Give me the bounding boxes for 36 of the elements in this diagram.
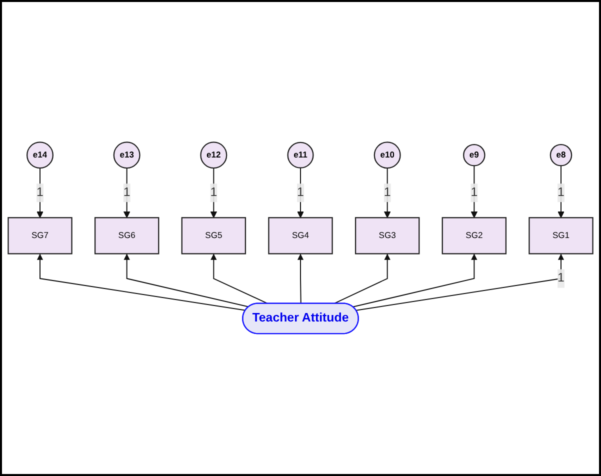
node-circle: e14	[26, 142, 54, 169]
arrow	[297, 254, 304, 304]
arrow	[36, 168, 44, 218]
arrow	[210, 254, 268, 304]
arrow	[123, 168, 130, 218]
arrow	[210, 168, 218, 218]
node-circle: e9	[463, 144, 486, 166]
node-circle: e12	[200, 142, 228, 169]
node-box: SG4	[268, 217, 333, 254]
edge-label: 1	[210, 186, 218, 200]
node-circle: e8	[550, 144, 572, 166]
node-box: SG7	[8, 217, 72, 254]
arrow	[124, 254, 250, 308]
edge-label: 1	[558, 186, 564, 200]
arrow	[352, 254, 478, 308]
arrow	[334, 254, 390, 304]
node-circle: e13	[113, 142, 140, 169]
node-circle: e11	[287, 142, 314, 169]
edge-label: 1	[123, 186, 130, 200]
node-box: SG2	[442, 217, 507, 254]
edge-label: 1	[384, 186, 391, 200]
arrow	[384, 168, 391, 218]
edge-label: 1	[558, 272, 564, 285]
arrow	[470, 166, 478, 218]
node-box: SG3	[354, 217, 420, 254]
node-box: SG1	[528, 217, 594, 254]
arrow	[36, 254, 246, 311]
edge-label: 1	[297, 186, 304, 200]
edge-label: 1	[470, 186, 478, 200]
node-box: SG6	[94, 217, 160, 254]
arrow	[356, 254, 564, 311]
arrow	[558, 166, 564, 218]
node-box: SG5	[181, 217, 246, 254]
edge-label: 1	[36, 186, 44, 200]
node-circle: e10	[374, 142, 401, 169]
arrow	[297, 168, 304, 218]
